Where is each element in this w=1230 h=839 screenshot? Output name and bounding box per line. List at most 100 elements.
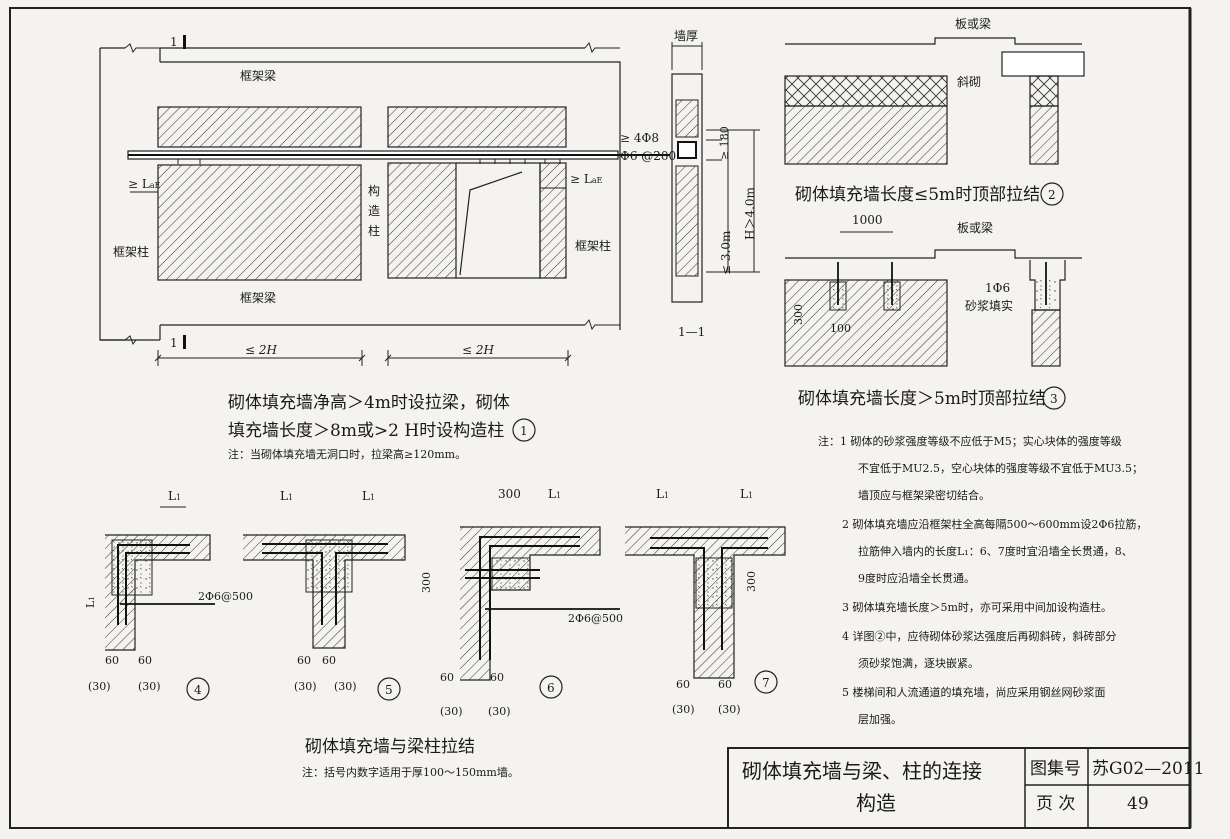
- detail-5-l1a: L1: [280, 489, 293, 503]
- detail-7-dim-300: 300: [745, 571, 758, 592]
- dim-180-label: ≥ 180: [718, 126, 731, 160]
- atlas-number-value: 苏G02—2011: [1092, 759, 1204, 779]
- oblique-brick-zone: [784, 75, 948, 107]
- wall-panel-upper-left: [157, 106, 362, 148]
- note-line-5: 拉筋伸入墙内的长度L₁：6、7度时宜沿墙全长贯通，8、: [858, 544, 1133, 558]
- detail-3-caption: 砌体填充墙长度＞5m时顶部拉结: [798, 389, 1046, 409]
- detail-6-dim-60a: 60: [440, 671, 454, 684]
- door-opening: [459, 171, 523, 276]
- detail-1: 1 1 框架梁 框架梁 框架柱 框架柱 构 造 柱 ≥ LaE ≥ LaE: [99, 35, 670, 461]
- rebar-label-1: ≥ 4Φ8: [620, 131, 659, 145]
- detail-7-number: 7: [762, 676, 770, 690]
- detail-7-l1b: L1: [740, 487, 753, 501]
- detail-7-l1a: L1: [656, 487, 669, 501]
- detail-6-number: 6: [547, 681, 555, 695]
- frame-beam-top-label: 框架梁: [240, 68, 276, 83]
- note-line-9: 须砂浆饱满，逐块嵌紧。: [858, 656, 979, 670]
- note-line-6: 9度时应沿墙全长贯通。: [858, 571, 975, 585]
- wall-thickness-label: 墙厚: [674, 29, 698, 43]
- detail-5-dim-30a: (30): [294, 680, 317, 693]
- detail-2-number: 2: [1048, 188, 1056, 202]
- detail-1-note: 注：当砌体填充墙无洞口时，拉梁高≥120mm。: [228, 447, 466, 461]
- la-right-label: ≥ LaE: [570, 172, 603, 186]
- detail-4-dim-60b: 60: [138, 654, 152, 667]
- general-notes: 注：1 砌体的砂浆强度等级不应低于M5；实心块体的强度等级 不宜低于MU2.5，…: [818, 434, 1147, 726]
- note-line-7: 3 砌体填充墙长度＞5m时，亦可采用中间加设构造柱。: [842, 600, 1112, 614]
- frame-column-left-label: 框架柱: [113, 244, 149, 259]
- page-label: 页 次: [1036, 794, 1075, 814]
- detail-4-dim-30a: (30): [88, 680, 111, 693]
- section-mark-top: [183, 35, 186, 49]
- section-mark-bottom: [183, 335, 186, 349]
- section-1-1-label: 1—1: [678, 325, 705, 339]
- detail-4-dim-30b: (30): [138, 680, 161, 693]
- detail-2: 板或梁 斜砌 砌体填充墙长度≤5m时顶部拉结 2: [784, 16, 1085, 206]
- tie-beam-section: [677, 141, 697, 159]
- detail-6-dim-300-side: 300: [420, 572, 433, 593]
- detail-1-caption-line2: 填充墙长度＞8m或>2 H时设构造柱: [228, 421, 504, 441]
- section-mark-bottom-label: 1: [170, 336, 178, 350]
- details-4-7-note: 注：括号内数字适用于厚100～150mm墙。: [302, 765, 519, 779]
- detail-6-dim-30a: (30): [440, 705, 463, 718]
- detail-4-number: 4: [194, 683, 202, 697]
- detail-5-dim-60a: 60: [297, 654, 311, 667]
- detail-1-number-circle: [512, 418, 536, 442]
- note-line-4: 2 砌体填充墙应沿框架柱全高每隔500～600mm设2Φ6拉筋，: [842, 517, 1147, 531]
- wall-panel-lower-left: [157, 164, 362, 281]
- construct-column-char-1: 构: [368, 183, 380, 198]
- detail-7-dim-30a: (30): [672, 703, 695, 716]
- note-line-8: 4 详图②中，应待砌体砂浆达强度后再砌斜砖，斜砖部分: [842, 629, 1117, 643]
- detail-3-slab-label: 板或梁: [957, 220, 993, 235]
- detail-5-l1b: L1: [362, 489, 375, 503]
- section-mark-top-label: 1: [170, 35, 178, 49]
- wall-panel-lower-right: [539, 162, 567, 279]
- detail-1-number: 1: [520, 424, 528, 438]
- detail-5-dim-30b: (30): [334, 680, 357, 693]
- detail-5-dim-60b: 60: [322, 654, 336, 667]
- detail-2-caption: 砌体填充墙长度≤5m时顶部拉结: [795, 185, 1040, 205]
- detail-3-number: 3: [1050, 392, 1058, 406]
- mortar-label: 砂浆填实: [965, 298, 1013, 313]
- dim-right-label: ≤ 2H: [462, 343, 495, 357]
- oblique-label: 斜砌: [957, 75, 981, 89]
- frame-column-right-label: 框架柱: [575, 238, 611, 253]
- note-line-3: 墙顶应与框架梁密切结合。: [858, 488, 990, 502]
- detail-1-caption-line1: 砌体填充墙净高＞4m时设拉梁，砌体: [228, 393, 510, 413]
- rebar-1phi6-label: 1Φ6: [985, 281, 1010, 295]
- wall-panel-upper-right: [387, 106, 567, 148]
- detail-3: 1000 板或梁 1Φ6 砂浆填实 300 100 砌体填充墙长度＞5m时顶部拉…: [784, 213, 1082, 410]
- detail-6-l1: L1: [548, 487, 561, 501]
- la-left-label: ≥ LaE: [128, 177, 161, 191]
- detail-4-l1-vert: L1: [84, 596, 97, 608]
- wall-panel-lower-mid: [387, 162, 457, 279]
- title-block: 砌体填充墙与梁、柱的连接 构造 图集号 苏G02—2011 页 次 49: [727, 747, 1204, 829]
- page-number: 49: [1127, 794, 1149, 814]
- detail-4-dim-60a: 60: [105, 654, 119, 667]
- detail-6-dim-30b: (30): [488, 705, 511, 718]
- rebar-label-2: Φ6 @200: [620, 149, 676, 163]
- construct-column-char-3: 柱: [368, 223, 380, 238]
- detail-3-dim-300: 300: [792, 304, 805, 325]
- rebar-2phi6-label-right: 2Φ6@500: [568, 612, 623, 625]
- construct-column-char-2: 造: [368, 204, 380, 218]
- detail-6-dim-300-top: 300: [498, 487, 521, 501]
- detail-3-dim-100: 100: [830, 322, 851, 335]
- frame-beam-bottom-label: 框架梁: [240, 290, 276, 305]
- detail-6: 300 L1 2Φ6@500 300 60 60 (30) (30) 6: [420, 487, 623, 718]
- detail-4-l1-label: L1: [168, 489, 181, 503]
- dim-3m-label: ≤ 3.0m: [719, 230, 733, 275]
- details-4-7-caption: 砌体填充墙与梁柱拉结: [305, 737, 475, 757]
- dim-1000-label: 1000: [852, 213, 883, 227]
- detail-6-dim-60b: 60: [490, 671, 504, 684]
- detail-4: L1 60 60 (30) (30) L1 4: [84, 489, 215, 701]
- detail-7-dim-60b: 60: [718, 678, 732, 691]
- note-line-2: 不宜低于MU2.5，空心块体的强度等级不宜低于MU3.5；: [858, 461, 1143, 475]
- drawing-title-line1: 砌体填充墙与梁、柱的连接: [742, 759, 982, 783]
- detail-5: L1 L1 60 60 (30) (30) 5: [243, 489, 406, 701]
- note-line-10: 5 楼梯间和人流通道的填充墙，尚应采用钢丝网砂浆面: [842, 685, 1106, 699]
- detail-7: L1 L1 300 60 60 (30) (30) 7: [625, 487, 786, 716]
- detail-2-slab-label: 板或梁: [955, 16, 991, 31]
- drawing-title-line2: 构造: [856, 791, 896, 815]
- detail-7-dim-30b: (30): [718, 703, 741, 716]
